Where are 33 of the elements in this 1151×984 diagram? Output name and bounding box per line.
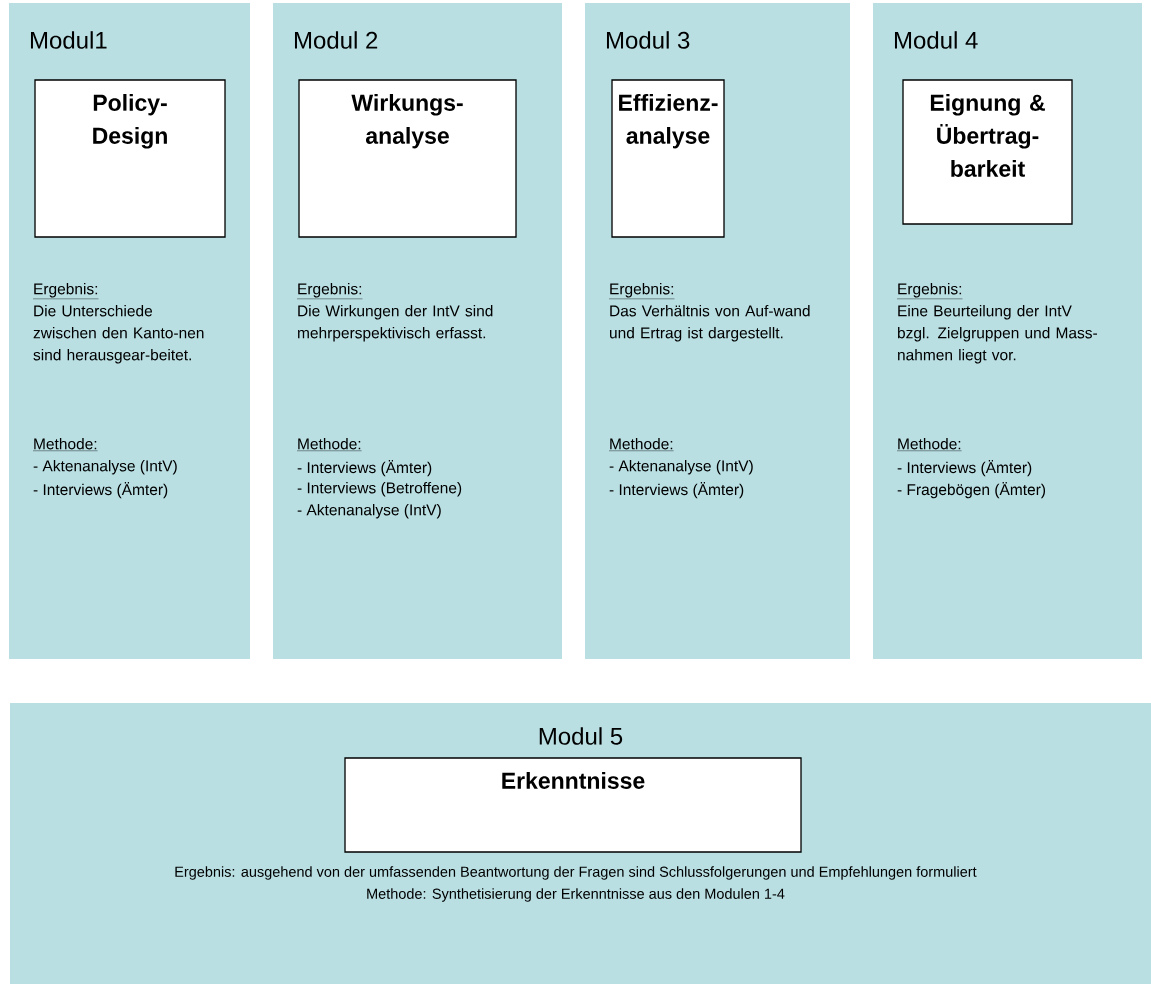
module-heading: Modul 2 bbox=[295, 31, 378, 49]
method-item: - Aktenanalyse (IntV) bbox=[33, 460, 177, 475]
title-box: Wirkungs-analyse bbox=[298, 79, 517, 238]
section-label: Methode: bbox=[296, 438, 362, 451]
method-item: - Interviews (Ämter) bbox=[897, 460, 1032, 477]
method-item: - Interviews (Ämter) bbox=[33, 482, 168, 499]
title-box: Erkenntnisse bbox=[344, 757, 802, 853]
caption-text: Methode: Synthetisierung der Erkenntnisse aus den Modulen 1-4 bbox=[367, 888, 785, 902]
module-heading: Modul1 bbox=[31, 31, 107, 49]
module-heading: Modul 5 bbox=[539, 727, 623, 745]
method-item: - Interviews (Ämter) bbox=[297, 460, 432, 477]
section-label: Ergebnis: bbox=[608, 283, 675, 300]
method-item: - Fragebögen (Ämter) bbox=[897, 482, 1046, 499]
result-text: Das Verhältnis von Auf-wand und Ertrag ist dargestellt. bbox=[610, 305, 810, 342]
result-text: Die Wirkungen der IntV sind mehrperspektivisch erfasst. bbox=[298, 305, 493, 342]
title-box: Eignung & Übertrag-barkeit bbox=[902, 79, 1073, 225]
result-text: Eine Beurteilung der IntV bzgl. Zielgruppen und Mass-nahmen liegt vor. bbox=[898, 305, 1097, 364]
section-label: Ergebnis: bbox=[32, 283, 99, 300]
section-label: Methode: bbox=[32, 438, 98, 451]
title-box: Effizienz-analyse bbox=[611, 79, 725, 238]
caption-text: Ergebnis: ausgehend von der umfassenden Beantwortung der Fragen sind Schlussfolgerungen und Empfehlungen formuliert bbox=[175, 866, 977, 880]
method-item: - Interviews (Betroffene) bbox=[297, 482, 462, 497]
section-label: Ergebnis: bbox=[296, 283, 363, 300]
section-label: Ergebnis: bbox=[896, 283, 963, 300]
module-heading: Modul 3 bbox=[607, 31, 690, 49]
method-item: - Aktenanalyse (IntV) bbox=[297, 504, 441, 519]
method-item: - Aktenanalyse (IntV) bbox=[609, 460, 753, 475]
section-label: Methode: bbox=[896, 438, 962, 451]
module-heading: Modul 4 bbox=[895, 31, 978, 49]
method-item: - Interviews (Ämter) bbox=[609, 482, 744, 499]
section-label: Methode: bbox=[608, 438, 674, 451]
title-box: Policy-Design bbox=[34, 79, 226, 238]
result-text: Die Unterschiede zwischen den Kanto-nen sind herausgear-beitet. bbox=[33, 305, 204, 364]
